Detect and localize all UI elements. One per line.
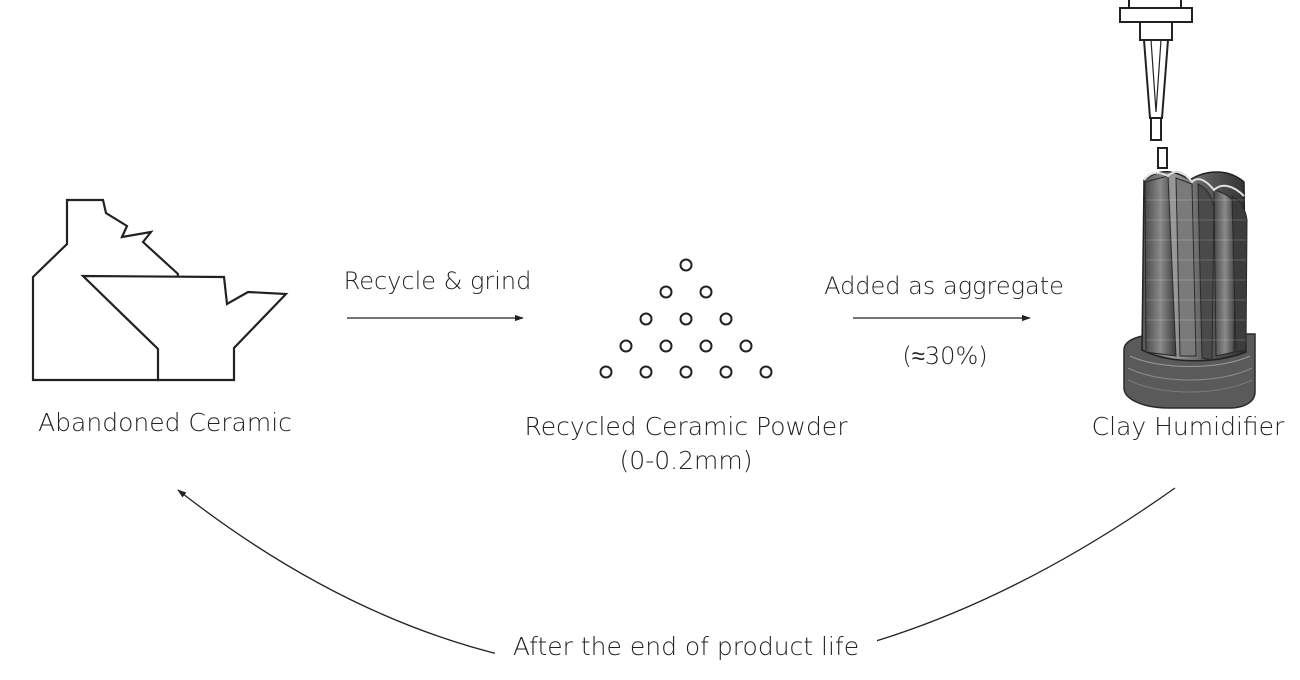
abandoned-ceramic-label: Abandoned Ceramic [38,408,292,437]
grind-edge-label: Recycle & grind [343,267,532,295]
powder-label: Recycled Ceramic Powder [524,412,848,441]
aggregate-ratio-label: (≈30%) [902,342,988,370]
powder-dots-icon [599,258,773,379]
aggregate-edge-label: Added as aggregate [824,272,1064,300]
cycle-label-backdrop [495,632,877,676]
cycle-edge-label: After the end of product life [512,632,860,661]
clay-humidifier-label: Clay Humidifier [1091,412,1285,441]
powder-size-label: (0-0.2mm) [619,446,753,475]
printed-humidifier-icon [1123,170,1256,409]
printer-nozzle-icon [1119,0,1193,169]
broken-teapot-icon [31,198,289,382]
